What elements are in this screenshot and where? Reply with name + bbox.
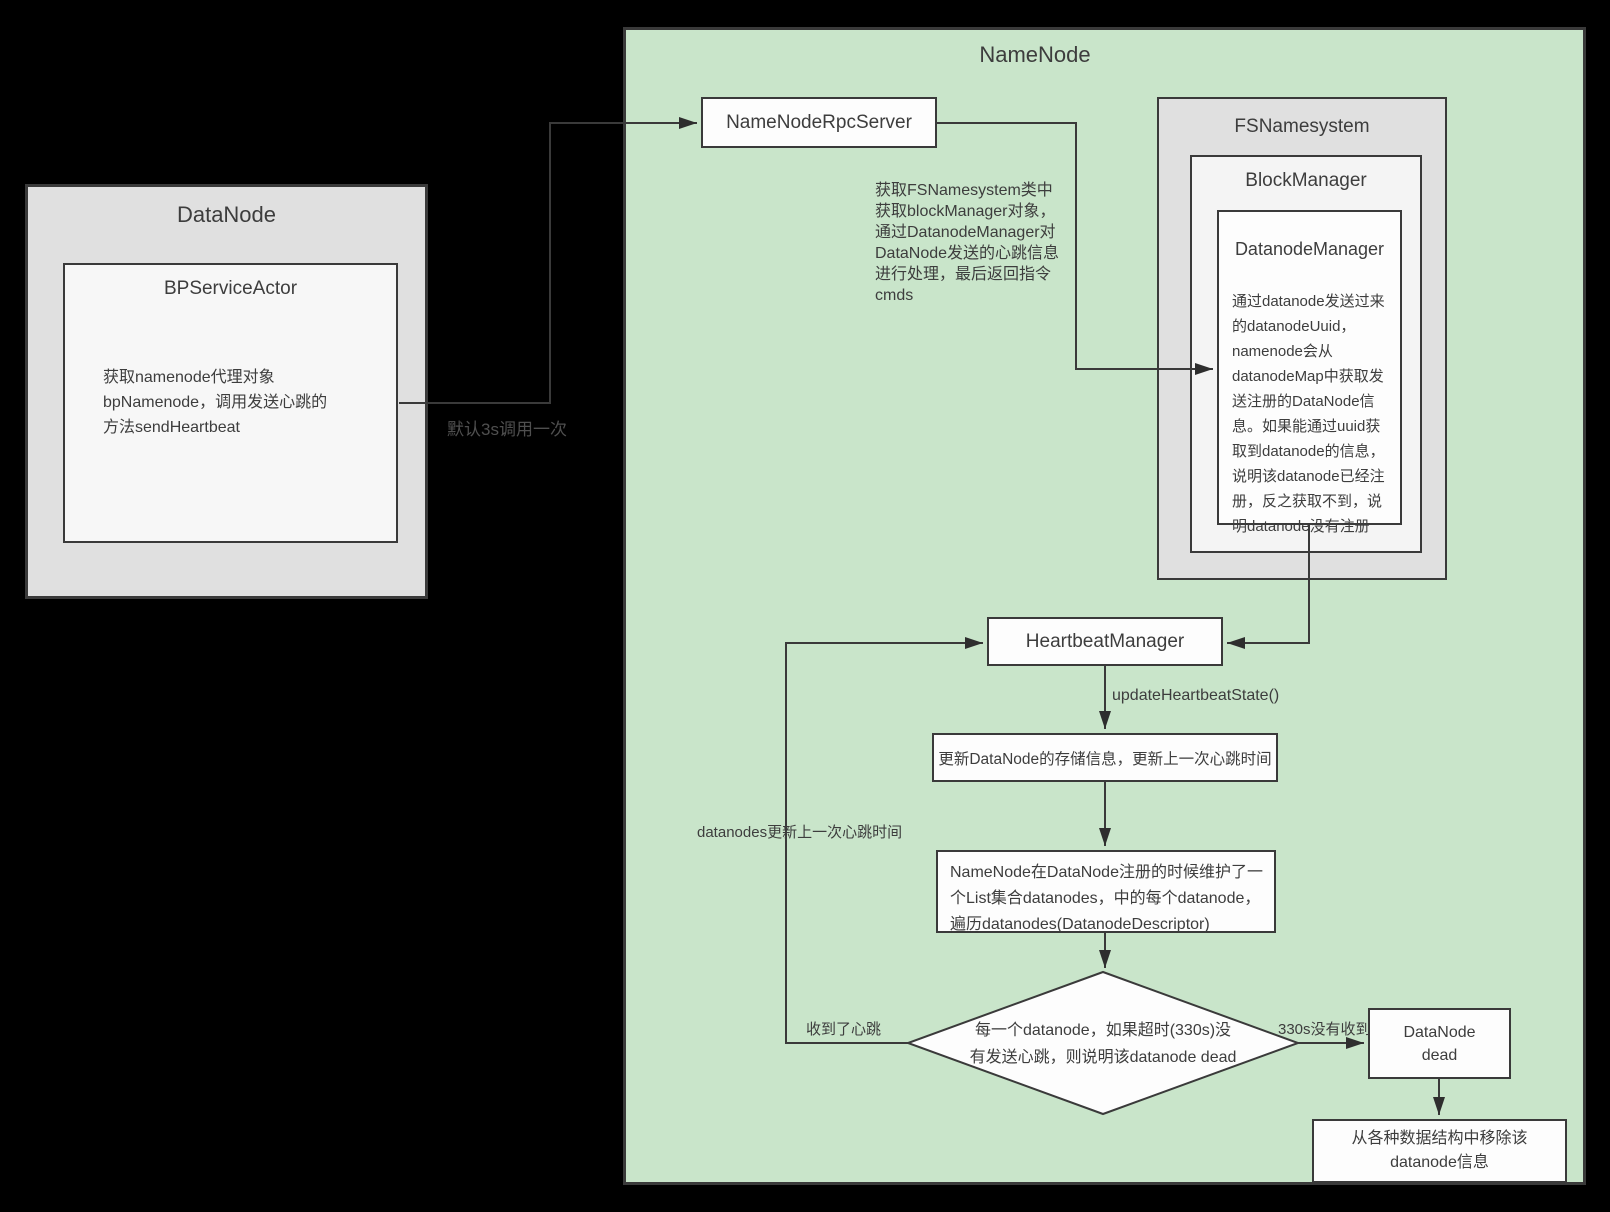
- fsnamesystem-title: FSNamesystem: [1234, 116, 1370, 137]
- blockmanager-title: BlockManager: [1245, 170, 1367, 191]
- label-heartbeat-received: 收到了心跳: [806, 1021, 882, 1038]
- decision-text: 每一个datanode，如果超时(330s)没 有发送心跳，则说明该datano…: [969, 1022, 1237, 1066]
- list-datanodes-box: NameNode在DataNode注册的时候维护了一 个List集合datano…: [936, 850, 1276, 933]
- datanodemanager-box: DatanodeManager 通过datanode发送过来 的datanode…: [1217, 210, 1402, 535]
- label-datanodes-update: datanodes更新上一次心跳时间: [697, 824, 903, 841]
- update-storage-box: 更新DataNode的存储信息，更新上一次心跳时间: [932, 733, 1278, 782]
- rpc-note-text: 获取FSNamesystem类中 获取blockManager对象， 通过Dat…: [875, 182, 1060, 304]
- bpserviceactor-title: BPServiceActor: [163, 278, 298, 299]
- remove-datanode-box: 从各种数据结构中移除该 datanode信息: [1312, 1119, 1567, 1183]
- label-update-heartbeat-state: updateHeartbeatState(): [1112, 687, 1280, 704]
- label-timeout-330s: 330s没有收到: [1278, 1021, 1371, 1038]
- list-datanodes-text: NameNode在DataNode注册的时候维护了一 个List集合datano…: [950, 864, 1263, 933]
- bpserviceactor-body: 获取namenode代理对象 bpNamenode，调用发送心跳的 方法send…: [103, 369, 328, 436]
- namenode-title: NameNode: [979, 42, 1091, 67]
- bpserviceactor-box: BPServiceActor 获取namenode代理对象 bpNamenode…: [63, 263, 398, 543]
- namenoderpcserver-box: NameNodeRpcServer: [701, 97, 937, 148]
- datanode-dead-box: DataNode dead: [1368, 1008, 1511, 1079]
- heartbeatmanager-box: HeartbeatManager: [987, 617, 1223, 666]
- datanodemanager-body: 通过datanode发送过来 的datanodeUuid， namenode会从…: [1232, 293, 1385, 535]
- datanodemanager-title: DatanodeManager: [1234, 239, 1385, 259]
- label-default-interval: 默认3s调用一次: [447, 420, 567, 439]
- datanode-title: DataNode: [176, 202, 277, 227]
